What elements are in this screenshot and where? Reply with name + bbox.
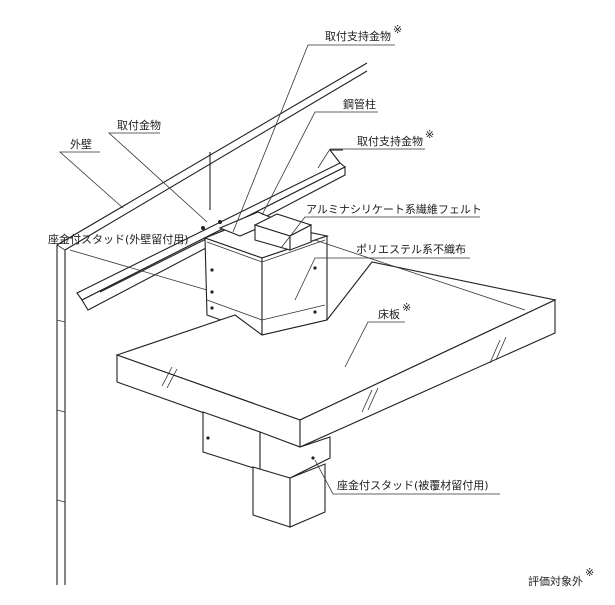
leader-lines [58,44,526,495]
fireproof-cover-box [201,219,330,336]
note-mark: ※ [425,128,434,141]
lower-column [202,411,331,528]
label-alumina-felt: アルミナシリケート系繊維フェルト [306,203,482,216]
note-mark: ※ [402,301,411,314]
label-stud-cover: 座金付スタッド(被覆材留付用) [337,478,489,492]
label-not-evaluated-group: 評価対象外※ [528,566,594,588]
floor-slab [115,261,557,448]
label-support-bracket-mid: 取付支持金物 [357,134,423,148]
steel-column [218,211,313,251]
label-floor-slab-group: 床板※ [378,301,411,321]
label-mounting-bracket: 取付金物 [117,118,161,132]
note-mark: ※ [393,23,402,36]
label-support-bracket-top: 取付支持金物 [325,29,391,43]
label-support-bracket-top-group: 取付支持金物※ [325,23,402,43]
note-mark: ※ [585,566,594,579]
label-stud-wall: 座金付スタッド(外壁留付用) [48,232,189,246]
exterior-wall [56,62,368,585]
label-steel-column: 鋼管柱 [343,97,376,111]
label-floor-slab: 床板 [378,307,400,321]
label-support-bracket-mid-group: 取付支持金物※ [357,128,434,148]
label-polyester-nonwoven: ポリエステル系不織布 [356,243,466,256]
label-not-evaluated: 評価対象外 [528,574,583,588]
label-exterior-wall: 外壁 [70,137,92,151]
